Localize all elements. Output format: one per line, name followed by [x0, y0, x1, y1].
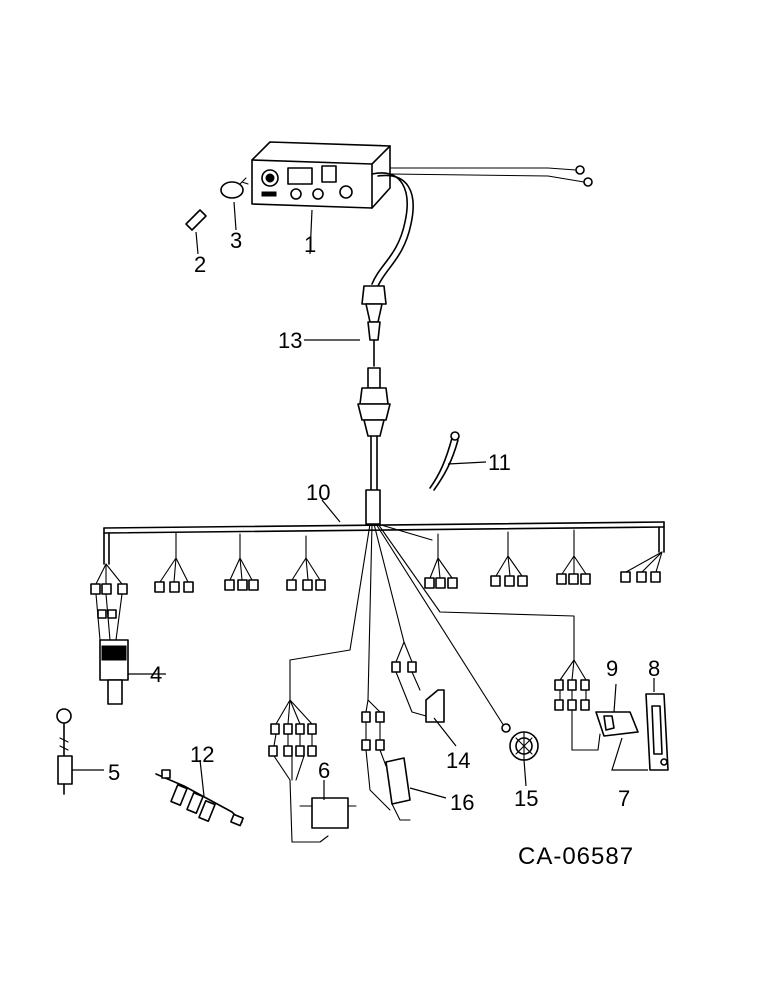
cable-part-11 [429, 431, 460, 491]
callout-7: 7 [618, 786, 630, 811]
console-monitor-part-1 [251, 141, 593, 287]
callout-10: 10 [306, 480, 330, 505]
callout-5: 5 [108, 760, 120, 785]
callout-labels: 1 2 3 4 5 6 7 8 9 10 11 12 13 14 15 16 [108, 228, 660, 815]
switch-part-16 [361, 699, 411, 821]
callout-12: 12 [190, 742, 214, 767]
sensor-part-4 [95, 593, 129, 705]
terminal-part-5 [56, 708, 73, 795]
callout-9: 9 [606, 656, 618, 681]
callout-4: 4 [150, 662, 162, 687]
connector-part-13 [357, 285, 391, 491]
fuse-assembly-part-12 [155, 769, 244, 827]
knob-part-3 [220, 177, 249, 199]
relay-part-6 [268, 699, 357, 843]
mount-block-part-9 [595, 711, 639, 737]
bracket-sensor-part-14 [391, 641, 445, 723]
callout-8: 8 [648, 656, 660, 681]
callout-6: 6 [318, 758, 330, 783]
bracket-assembly-part-7 [554, 659, 601, 751]
wiring-harness-part-10 [90, 489, 665, 727]
fuse-part-2 [185, 209, 207, 231]
callout-3: 3 [230, 228, 242, 253]
callout-16: 16 [450, 790, 474, 815]
round-sensor-part-15 [501, 723, 539, 761]
plate-part-8 [645, 693, 669, 771]
drawing-code: CA-06587 [518, 843, 634, 870]
callout-11: 11 [488, 450, 511, 475]
callout-1: 1 [304, 232, 316, 257]
callout-13: 13 [278, 328, 302, 353]
callout-14: 14 [446, 748, 470, 773]
callout-2: 2 [194, 252, 206, 277]
branch-connector-clusters [90, 551, 663, 595]
leader-lines [72, 201, 655, 800]
callout-15: 15 [514, 786, 538, 811]
